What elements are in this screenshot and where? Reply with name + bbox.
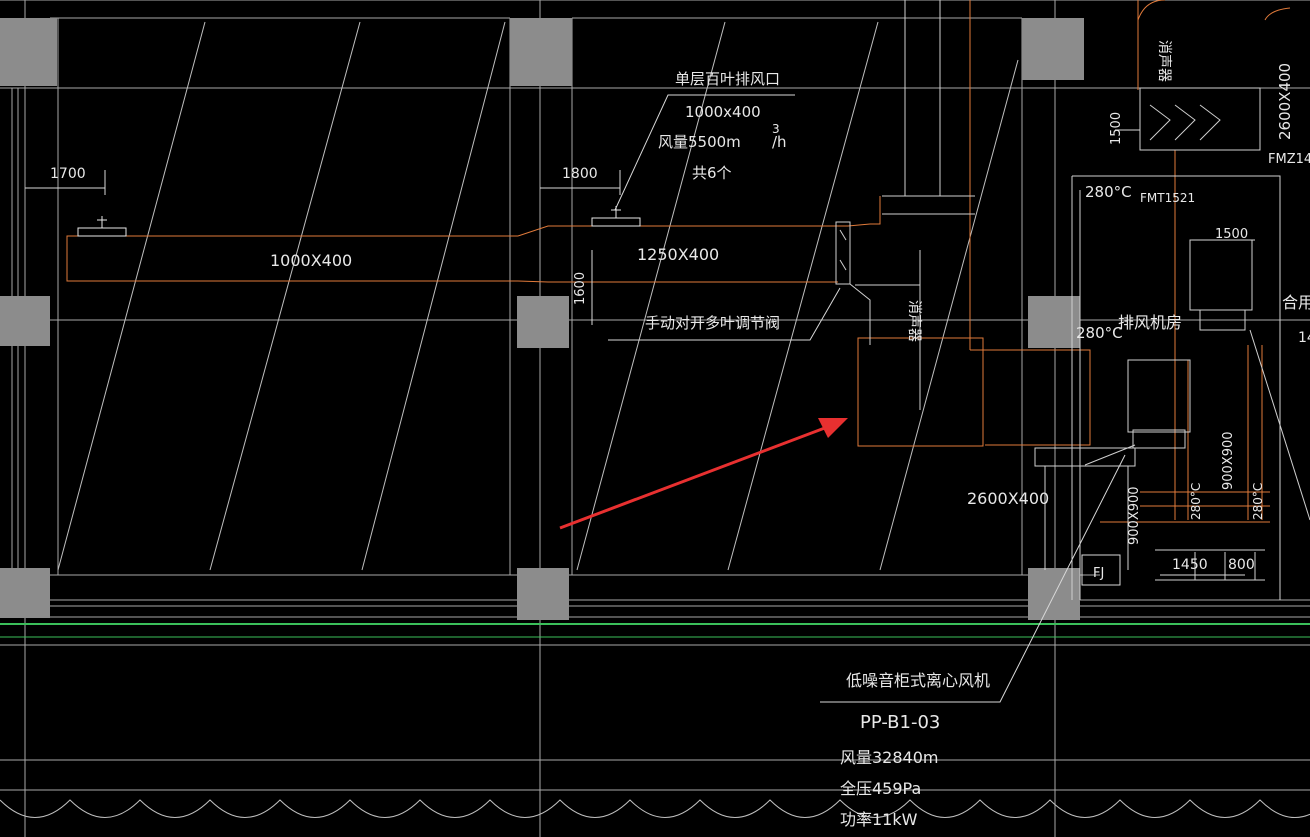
fan-code: PP-B1-03 <box>860 712 940 733</box>
column-8 <box>517 568 569 620</box>
exhaust-fan-upper <box>1189 239 1253 311</box>
duct-label-2: 1250X400 <box>637 245 719 264</box>
temp-2: 280°C <box>1076 324 1123 342</box>
damper-leader <box>608 287 841 341</box>
duct-label-1: 1000X400 <box>270 251 352 270</box>
outlet-flow-sup: 3 <box>772 122 780 136</box>
duct-label-v1: 900X900 <box>1127 486 1142 545</box>
dim-mid: 1800 <box>562 166 598 182</box>
column-6 <box>1028 296 1080 348</box>
side-text: 合用 <box>1282 293 1310 312</box>
duct-1250x400-bottom <box>517 280 838 283</box>
damper-label: 手动对开多叶调节阀 <box>645 314 780 332</box>
duct-1000x400 <box>66 235 518 282</box>
temp-1: 280°C <box>1085 183 1132 201</box>
air-outlet-2 <box>591 217 641 227</box>
silencer-label-a: 消声器 <box>906 300 922 342</box>
duct-network <box>66 0 1291 523</box>
silencer-label-b: 消声器 <box>1156 40 1172 82</box>
fmz-tag-2: FMT1521 <box>1140 191 1195 205</box>
duct-1250x400 <box>517 196 881 237</box>
column-3 <box>1022 18 1084 80</box>
duct-label-v2: 900X900 <box>1221 431 1236 490</box>
outlet-leader <box>614 94 795 211</box>
fan-flow: 风量32840m <box>840 748 939 767</box>
dim-800: 800 <box>1228 557 1255 573</box>
side-num: 14 <box>1298 330 1310 346</box>
fan-leader <box>820 454 1126 703</box>
outlet-flow-unit: /h <box>772 133 787 151</box>
column-5 <box>517 296 569 348</box>
labels: 单层百叶排风口 1000x400 风量5500m 3 /h 共6个 1700 1… <box>50 40 1310 829</box>
air-outlet-1 <box>77 227 127 237</box>
fj-box <box>1081 554 1121 586</box>
dim-1450: 1450 <box>1172 557 1208 573</box>
column-2 <box>510 18 572 86</box>
air-outlets <box>77 206 641 237</box>
dim-vertical: 1600 <box>573 272 588 305</box>
column-9 <box>1028 568 1080 620</box>
damper-body <box>835 221 851 285</box>
dimension-lines <box>25 94 1255 703</box>
dim-1500-v: 1500 <box>1109 112 1124 145</box>
column-4 <box>0 296 50 346</box>
column-7 <box>0 568 50 618</box>
temp-4: 280°C <box>1251 483 1265 520</box>
fan-power: 功率11kW <box>840 810 918 829</box>
equipment-outlines <box>835 0 1310 600</box>
wave-pattern <box>0 799 1310 818</box>
glass-hatch <box>57 21 1019 571</box>
dim-left: 1700 <box>50 166 86 182</box>
duct-label-3: 2600X400 <box>967 489 1049 508</box>
fan-pressure: 全压459Pa <box>840 779 921 798</box>
dim-1500-h: 1500 <box>1215 227 1248 242</box>
room-name: 排风机房 <box>1118 313 1182 332</box>
outlet-count: 共6个 <box>692 164 732 182</box>
fan-name: 低噪音柜式离心风机 <box>846 671 990 690</box>
structural-columns <box>0 18 1084 620</box>
temp-3: 280°C <box>1189 483 1203 520</box>
exhaust-fan-lower <box>1127 359 1191 433</box>
fj-tag: FJ <box>1093 566 1104 581</box>
column-1 <box>0 18 57 86</box>
outlet-name: 单层百叶排风口 <box>675 70 780 88</box>
outlet-size: 1000x400 <box>685 103 761 121</box>
outlet-flow: 风量5500m <box>658 133 741 151</box>
duct-label-right-top: 2600X400 <box>1276 63 1294 140</box>
fmz-tag: FMZ14 <box>1268 152 1310 167</box>
red-arrow <box>559 418 848 530</box>
